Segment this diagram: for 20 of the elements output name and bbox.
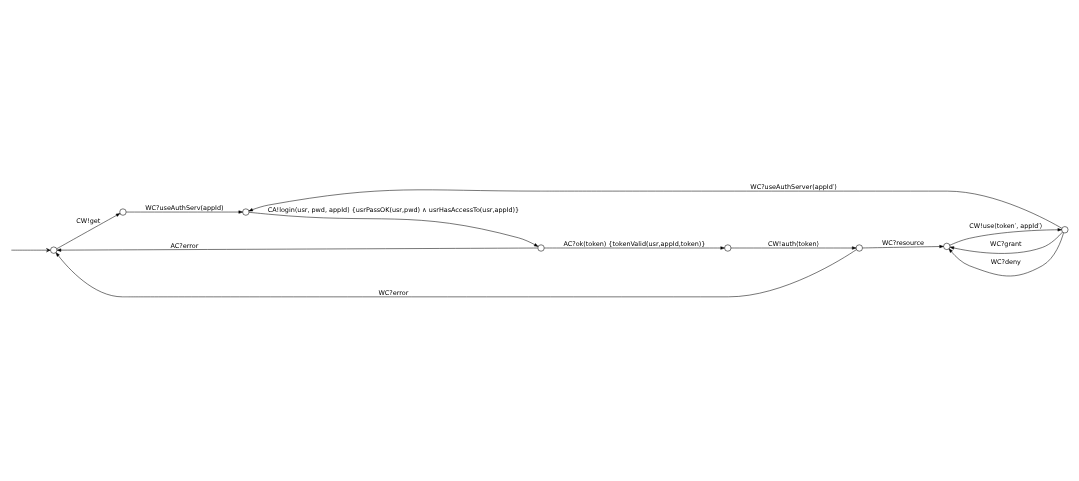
arrow bbox=[55, 249, 857, 298]
node-circle bbox=[724, 244, 732, 252]
arrow bbox=[56, 213, 121, 249]
node-circle bbox=[119, 208, 127, 216]
node-circle bbox=[50, 246, 58, 254]
arrow bbox=[948, 232, 1064, 277]
arrow bbox=[730, 246, 857, 250]
node-circle bbox=[943, 242, 951, 250]
arrow bbox=[248, 189, 1063, 229]
arrow bbox=[56, 247, 538, 252]
arrow bbox=[248, 212, 539, 247]
node-circle bbox=[855, 244, 863, 252]
arrow bbox=[544, 246, 725, 250]
arrow bbox=[949, 231, 1063, 254]
arrow bbox=[949, 228, 1062, 246]
node-circle bbox=[242, 208, 250, 216]
arrow bbox=[862, 244, 944, 249]
arrow bbox=[126, 210, 243, 214]
node-circle bbox=[537, 244, 545, 252]
node-circle bbox=[1061, 226, 1069, 234]
